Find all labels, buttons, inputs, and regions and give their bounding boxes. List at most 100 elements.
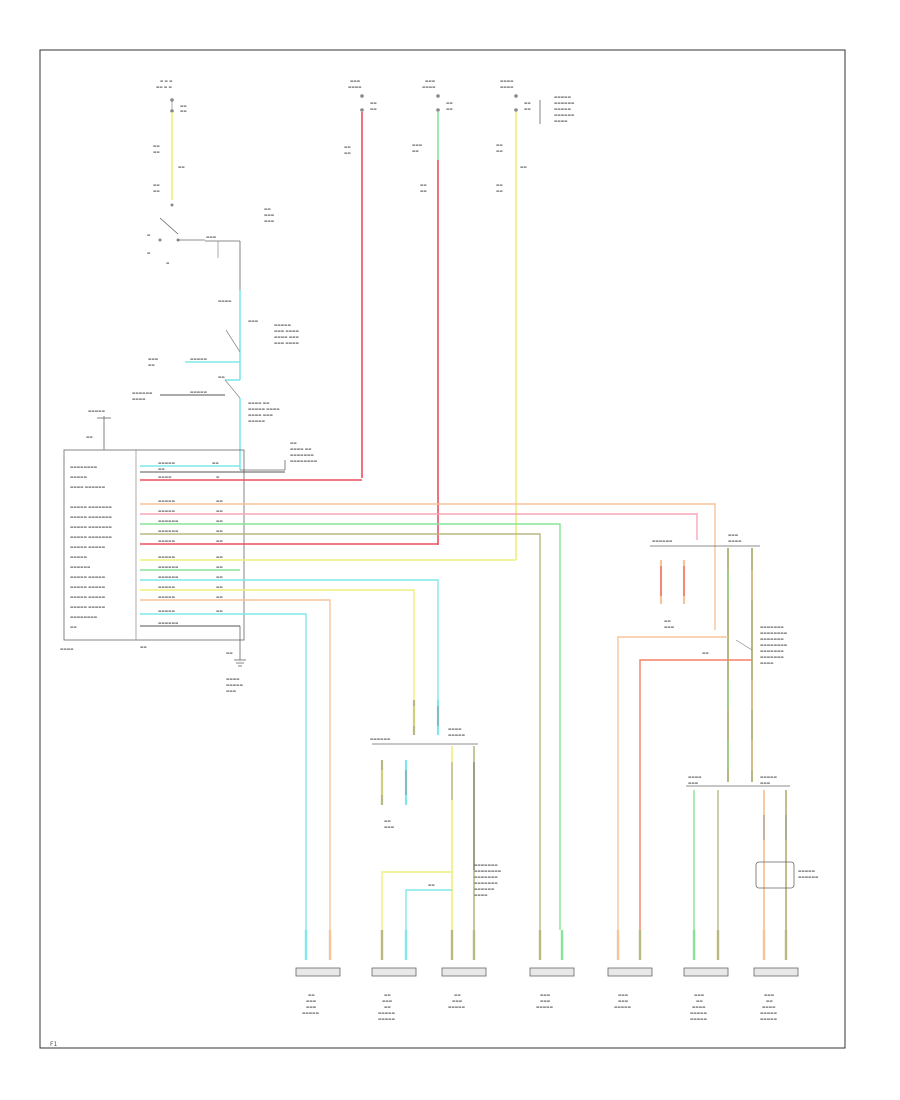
svg-text:▬▬▬▬ ▬▬▬▬▬▬: ▬▬▬▬ ▬▬▬▬▬▬	[70, 485, 106, 489]
svg-text:▬▬▬▬▬: ▬▬▬▬▬	[70, 475, 88, 479]
svg-text:▬▬: ▬▬	[524, 107, 531, 111]
svg-text:▬▬▬: ▬▬▬	[206, 235, 217, 239]
svg-text:▬▬ ▬ ▬: ▬▬ ▬ ▬	[156, 85, 172, 89]
svg-text:▬▬▬: ▬▬▬	[412, 143, 423, 147]
svg-text:▬▬▬▬▬: ▬▬▬▬▬	[158, 499, 176, 503]
svg-text:▬▬▬▬▬: ▬▬▬▬▬	[690, 1011, 708, 1015]
svg-text:▬▬: ▬▬	[153, 144, 160, 148]
svg-text:▬▬▬▬▬: ▬▬▬▬▬	[798, 869, 816, 873]
svg-text:▬▬: ▬▬	[216, 555, 223, 559]
svg-text:▬▬▬ ▬▬▬▬: ▬▬▬ ▬▬▬▬	[274, 329, 300, 333]
svg-text:▬▬: ▬▬	[446, 101, 453, 105]
svg-text:▬▬: ▬▬	[702, 651, 709, 655]
svg-text:▬: ▬	[147, 233, 151, 237]
svg-text:▬▬▬▬▬: ▬▬▬▬▬	[158, 555, 176, 559]
svg-text:▬▬▬: ▬▬▬	[306, 999, 317, 1003]
svg-text:▬▬▬: ▬▬▬	[226, 689, 237, 693]
svg-text:▬▬: ▬▬	[216, 595, 223, 599]
svg-text:▬▬: ▬▬	[496, 183, 503, 187]
svg-text:▬▬: ▬▬	[370, 107, 377, 111]
svg-text:▬▬: ▬▬	[216, 539, 223, 543]
svg-text:▬▬▬▬▬ ▬▬▬▬▬▬▬: ▬▬▬▬▬ ▬▬▬▬▬▬▬	[70, 525, 112, 529]
svg-text:▬▬▬▬▬: ▬▬▬▬▬	[378, 1017, 396, 1021]
svg-text:▬▬▬▬▬▬▬: ▬▬▬▬▬▬▬	[474, 875, 498, 879]
svg-text:▬▬▬▬▬ ▬▬▬▬▬: ▬▬▬▬▬ ▬▬▬▬▬	[70, 545, 106, 549]
svg-text:▬▬: ▬▬	[180, 104, 187, 108]
svg-text:▬▬: ▬▬	[216, 565, 223, 569]
svg-text:▬▬▬▬▬: ▬▬▬▬▬	[760, 1011, 778, 1015]
svg-text:▬▬: ▬▬	[344, 151, 351, 155]
svg-text:▬▬▬▬▬▬▬▬: ▬▬▬▬▬▬▬▬	[760, 643, 788, 647]
svg-text:▬▬▬▬▬: ▬▬▬▬▬	[448, 733, 466, 737]
svg-text:▬▬▬: ▬▬▬	[248, 319, 259, 323]
radio-module: ▬▬▬▬▬▬▬▬ ▬▬▬▬▬ ▬▬▬▬ ▬▬▬▬▬▬ ▬▬▬▬▬ ▬▬▬▬▬▬▬…	[60, 449, 245, 651]
svg-text:▬▬▬: ▬▬▬	[425, 79, 436, 83]
svg-text:▬▬▬: ▬▬▬	[382, 999, 393, 1003]
svg-text:▬▬▬▬▬▬▬▬: ▬▬▬▬▬▬▬▬	[474, 869, 502, 873]
svg-text:▬: ▬	[166, 261, 170, 265]
svg-text:▬▬▬: ▬▬▬	[540, 993, 551, 997]
illumination-circuit: ▬▬▬▬ ▬▬▬ ▬▬▬▬▬ ▬▬▬ ▬▬▬▬ ▬▬▬▬ ▬▬▬ ▬▬▬ ▬▬▬…	[86, 290, 318, 471]
svg-text:▬▬▬: ▬▬▬	[760, 781, 771, 785]
svg-text:▬▬▬▬▬: ▬▬▬▬▬	[158, 539, 176, 543]
svg-text:▬▬: ▬▬	[524, 101, 531, 105]
speakers-row: ▬▬ ▬▬▬ ▬▬▬ ▬▬▬▬▬ ▬▬ ▬▬▬ ▬▬ ▬▬▬▬▬ ▬▬▬▬▬ ▬…	[295, 930, 799, 1021]
svg-text:▬▬▬▬: ▬▬▬▬	[500, 85, 514, 89]
svg-text:▬▬▬▬▬▬▬▬: ▬▬▬▬▬▬▬▬	[70, 465, 98, 469]
svg-text:▬▬▬▬▬: ▬▬▬▬▬	[448, 1005, 466, 1009]
svg-text:▬▬▬▬▬▬▬▬: ▬▬▬▬▬▬▬▬	[70, 615, 98, 619]
svg-text:▬▬▬: ▬▬▬	[452, 999, 463, 1003]
svg-text:▬▬▬▬▬: ▬▬▬▬▬	[88, 409, 106, 413]
switch-symbol	[159, 217, 179, 235]
svg-text:▬▬▬▬: ▬▬▬▬	[60, 647, 74, 651]
svg-text:▬▬▬▬▬▬: ▬▬▬▬▬▬	[158, 529, 179, 533]
svg-text:▬▬: ▬▬	[370, 101, 377, 105]
svg-text:▬▬: ▬▬	[308, 993, 315, 997]
svg-text:▬▬: ▬▬	[344, 145, 351, 149]
right-door-circuit: ▬▬▬▬▬▬ ▬▬▬ ▬▬▬▬ ▬▬ ▬▬▬ ▬▬ ▬▬▬▬▬▬▬ ▬▬▬▬▬▬…	[617, 533, 819, 930]
left-door-circuit: ▬▬▬▬▬▬ ▬▬▬▬ ▬▬▬▬▬ ▬▬ ▬▬▬ ▬▬▬▬▬▬▬ ▬▬▬▬▬▬▬…	[370, 700, 502, 930]
svg-text:▬▬: ▬▬	[454, 993, 461, 997]
svg-text:▬▬▬▬: ▬▬▬▬	[448, 727, 462, 731]
svg-text:▬▬▬▬▬: ▬▬▬▬▬	[158, 509, 176, 513]
svg-text:▬▬▬▬: ▬▬▬▬	[500, 79, 514, 83]
svg-text:▬▬: ▬▬	[520, 165, 527, 169]
svg-text:▬▬▬▬▬ ▬▬▬▬▬▬▬: ▬▬▬▬▬ ▬▬▬▬▬▬▬	[70, 535, 112, 539]
svg-text:▬▬▬▬ ▬▬: ▬▬▬▬ ▬▬	[290, 447, 312, 451]
svg-text:▬▬▬▬▬: ▬▬▬▬▬	[554, 107, 572, 111]
svg-text:▬▬▬▬▬: ▬▬▬▬▬	[554, 95, 572, 99]
svg-text:▬▬: ▬▬	[216, 509, 223, 513]
svg-text:▬▬: ▬▬	[216, 519, 223, 523]
svg-text:▬▬▬▬▬: ▬▬▬▬▬	[378, 1011, 396, 1015]
svg-text:▬: ▬	[216, 475, 220, 479]
corner-label: F1	[50, 1041, 57, 1048]
svg-text:▬▬: ▬▬	[180, 109, 187, 113]
svg-text:▬▬▬▬▬: ▬▬▬▬▬	[158, 461, 176, 465]
svg-text:▬▬: ▬▬	[216, 529, 223, 533]
svg-text:▬▬: ▬▬	[86, 435, 93, 439]
svg-text:▬▬: ▬▬	[384, 1005, 391, 1009]
svg-text:▬▬▬▬▬: ▬▬▬▬▬	[158, 609, 176, 613]
svg-text:▬▬: ▬▬	[140, 645, 147, 649]
svg-text:▬▬▬▬▬▬▬▬: ▬▬▬▬▬▬▬▬	[290, 459, 318, 463]
radio-output-wires: ▬▬▬▬▬ ▬▬ ▬▬ ▬▬▬▬ ▬▬▬▬▬ ▬▬▬▬▬ ▬▬▬▬▬▬ ▬▬▬▬…	[140, 461, 716, 930]
svg-text:▬▬: ▬▬	[428, 883, 435, 887]
svg-text:▬▬▬▬▬ ▬▬▬▬▬: ▬▬▬▬▬ ▬▬▬▬▬	[70, 585, 106, 589]
svg-text:▬▬: ▬▬	[216, 575, 223, 579]
svg-text:▬▬▬▬▬▬: ▬▬▬▬▬▬	[158, 519, 179, 523]
svg-text:▬▬▬▬▬▬▬: ▬▬▬▬▬▬▬	[760, 649, 784, 653]
svg-text:▬▬▬▬▬: ▬▬▬▬▬	[226, 683, 244, 687]
svg-text:▬▬: ▬▬	[70, 625, 77, 629]
svg-text:▬▬: ▬▬	[218, 375, 225, 379]
svg-text:▬▬▬▬: ▬▬▬▬	[760, 661, 774, 665]
svg-text:▬▬▬▬: ▬▬▬▬	[692, 1005, 706, 1009]
svg-text:▬▬▬▬▬: ▬▬▬▬▬	[614, 1005, 632, 1009]
svg-text:▬▬▬: ▬▬▬	[764, 993, 775, 997]
svg-text:▬▬▬▬: ▬▬▬▬	[348, 85, 362, 89]
svg-text:▬▬▬▬▬▬▬: ▬▬▬▬▬▬▬	[474, 881, 498, 885]
svg-text:▬▬▬▬▬: ▬▬▬▬▬	[190, 357, 208, 361]
svg-text:▬▬: ▬▬	[384, 993, 391, 997]
svg-text:▬▬▬▬▬▬: ▬▬▬▬▬▬	[158, 565, 179, 569]
svg-text:▬▬▬▬▬▬: ▬▬▬▬▬▬	[158, 575, 179, 579]
svg-text:▬ ▬ ▬: ▬ ▬ ▬	[160, 79, 173, 83]
